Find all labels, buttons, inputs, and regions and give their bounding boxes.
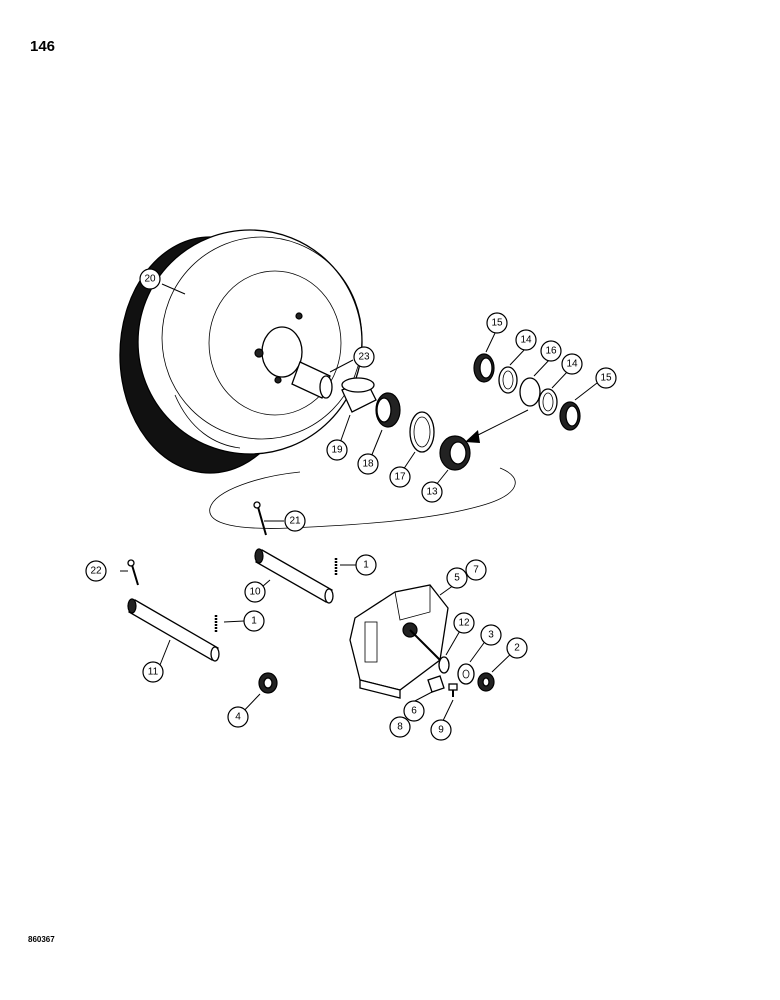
assembly-arrow — [471, 409, 529, 439]
callout-9: 9 — [430, 719, 452, 741]
illustration-reference-code: 860367 — [28, 935, 55, 944]
cotter-pin-lower — [127, 559, 139, 586]
callout-14-left: 14 — [515, 329, 537, 351]
callout-16: 16 — [540, 340, 562, 362]
callout-15-right-label: 15 — [600, 373, 612, 384]
callout-1-upper: 1 — [355, 554, 377, 576]
cotter-pin-upper — [253, 501, 267, 536]
assembly-arrowhead — [465, 430, 480, 443]
callout-9-label: 9 — [438, 725, 444, 736]
bolt — [448, 683, 458, 697]
callout-19-label: 19 — [331, 445, 343, 456]
callout-14-right-label: 14 — [566, 359, 578, 370]
callout-18: 18 — [357, 453, 379, 475]
callout-15-right: 15 — [595, 367, 617, 389]
callout-11: 11 — [142, 661, 164, 683]
callout-10-label: 10 — [249, 587, 261, 598]
seal-exploded-set — [473, 353, 581, 431]
callout-16-label: 16 — [545, 346, 557, 357]
callout-4-label: 4 — [235, 712, 241, 723]
callout-23: 23 — [353, 346, 375, 368]
callout-22-label: 22 — [90, 566, 102, 577]
callout-20: 20 — [139, 268, 161, 290]
callout-5-label: 5 — [454, 573, 460, 584]
callout-13: 13 — [421, 481, 443, 503]
seal-assembly — [439, 435, 471, 471]
page-number: 146 — [30, 38, 56, 55]
bracket — [349, 584, 449, 699]
callout-1-lower-label: 1 — [251, 616, 257, 627]
callout-1-lower: 1 — [243, 610, 265, 632]
callout-14-right: 14 — [561, 353, 583, 375]
bearing-cone — [375, 392, 401, 428]
washer — [457, 663, 475, 685]
callout-8: 8 — [389, 716, 411, 738]
idler-wheel — [119, 229, 363, 474]
callout-8-label: 8 — [397, 722, 403, 733]
callout-17: 17 — [389, 466, 411, 488]
callout-5: 5 — [446, 567, 468, 589]
callout-14-left-label: 14 — [520, 335, 532, 346]
callout-3-label: 3 — [488, 630, 494, 641]
bushing — [291, 361, 333, 399]
callout-15-left-label: 15 — [491, 318, 503, 329]
callout-11-label: 11 — [148, 667, 159, 678]
callout-15-left: 15 — [486, 312, 508, 334]
callout-20-label: 20 — [144, 274, 156, 285]
callout-23-label: 23 — [358, 352, 370, 363]
callout-12-label: 12 — [458, 618, 470, 629]
callout-7: 7 — [465, 559, 487, 581]
association-loop — [209, 467, 516, 529]
lock-plate — [427, 675, 445, 693]
shaft-upper — [254, 548, 334, 604]
shaft-lower — [127, 598, 220, 662]
callout-2: 2 — [506, 637, 528, 659]
callout-18-label: 18 — [362, 459, 374, 470]
callout-13-label: 13 — [426, 487, 438, 498]
seal-ring — [409, 411, 435, 453]
callout-2-label: 2 — [514, 643, 520, 654]
callout-12: 12 — [453, 612, 475, 634]
castle-nut-left — [258, 672, 278, 694]
callout-10: 10 — [244, 581, 266, 603]
callout-17-label: 17 — [394, 472, 406, 483]
callout-21: 21 — [284, 510, 306, 532]
callout-6: 6 — [403, 700, 425, 722]
callout-7-label: 7 — [473, 565, 479, 576]
bearing-cup — [341, 377, 377, 413]
callout-21-label: 21 — [289, 516, 301, 527]
castle-nut-right — [477, 672, 495, 692]
callout-1-upper-label: 1 — [363, 560, 369, 571]
callout-19: 19 — [326, 439, 348, 461]
callout-3: 3 — [480, 624, 502, 646]
o-ring — [438, 656, 450, 674]
callout-22: 22 — [85, 560, 107, 582]
callout-6-label: 6 — [411, 706, 417, 717]
callout-4: 4 — [227, 706, 249, 728]
